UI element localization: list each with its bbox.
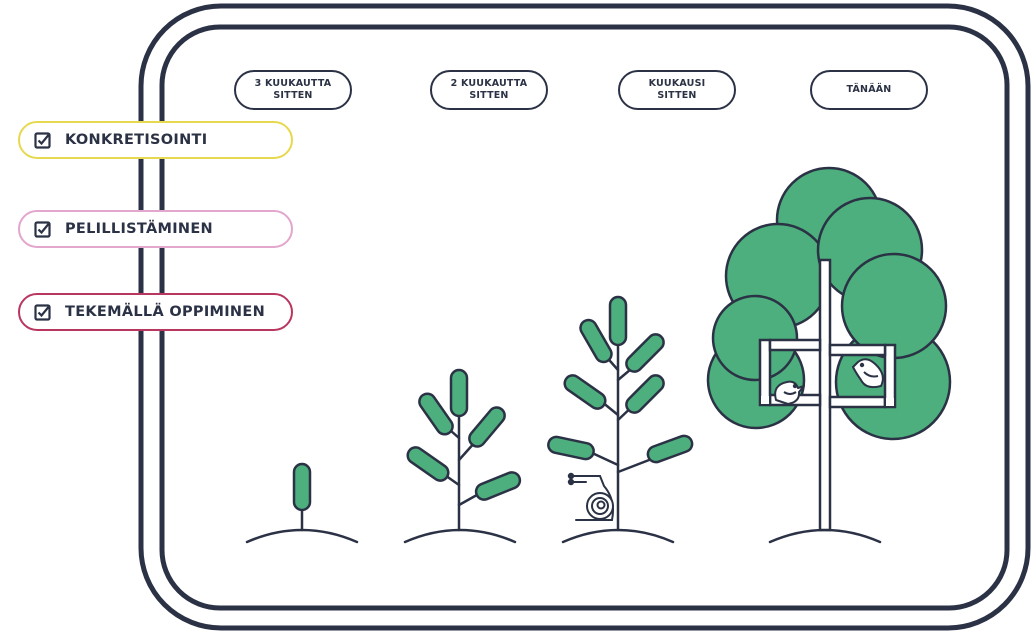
young-plant	[405, 370, 523, 530]
checkbox-icon	[34, 221, 51, 238]
growing-plant	[547, 297, 695, 530]
label-text: KONKRETISOINTI	[65, 132, 207, 148]
label-text: PELILLISTÄMINEN	[65, 221, 213, 237]
timeline-today: TÄNÄÄN	[810, 70, 928, 110]
label-tekemalla-oppiminen: TEKEMÄLLÄ OPPIMINEN	[18, 293, 293, 331]
timeline-label: KUUKAUSI	[649, 78, 706, 89]
snail	[569, 474, 613, 520]
tree	[708, 168, 950, 530]
ground-1	[247, 530, 357, 542]
timeline-label: SITTEN	[657, 90, 696, 101]
label-konkretisointi: KONKRETISOINTI	[18, 121, 293, 159]
timeline-label: 3 KUUKAUTTA	[255, 78, 332, 89]
timeline-label: 2 KUUKAUTTA	[451, 78, 528, 89]
label-text: TEKEMÄLLÄ OPPIMINEN	[65, 304, 265, 320]
ground-3	[563, 530, 673, 542]
checkbox-icon	[34, 132, 51, 149]
label-pelillistaminen: PELILLISTÄMINEN	[18, 210, 293, 248]
timeline-label: TÄNÄÄN	[847, 84, 892, 95]
ground-2	[405, 530, 515, 542]
timeline-label: SITTEN	[273, 90, 312, 101]
checkbox-icon	[34, 304, 51, 321]
seedling	[294, 464, 310, 530]
ground-4	[770, 530, 880, 542]
timeline-label: SITTEN	[469, 90, 508, 101]
